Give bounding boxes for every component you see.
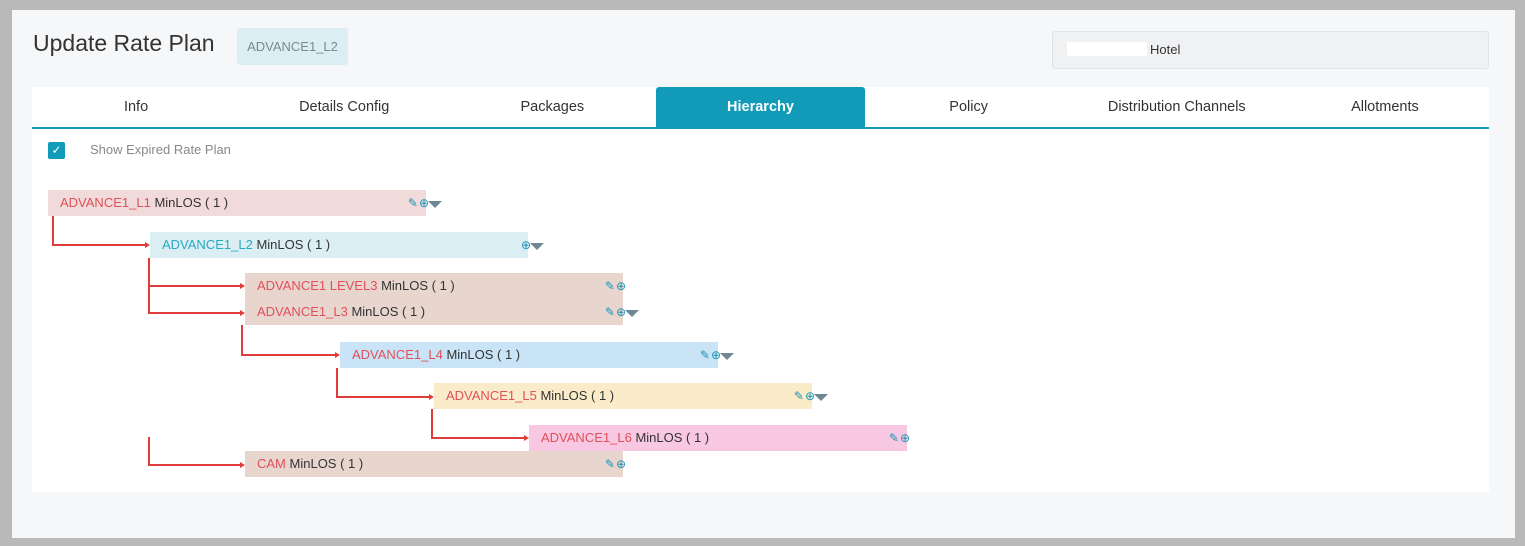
expand-caret-icon[interactable]: [625, 310, 639, 317]
rate-plan-minlos: MinLOS ( 1 ): [289, 456, 364, 471]
rate-plan-name[interactable]: ADVANCE1_L6: [541, 430, 632, 445]
rate-plan-minlos: MinLOS ( 1 ): [351, 304, 426, 319]
show-expired-label: Show Expired Rate Plan: [90, 142, 231, 157]
rate-plan-node: ADVANCE1_L4 MinLOS ( 1 ) ✎⊕: [340, 342, 721, 368]
connector-line: [52, 244, 148, 246]
tab-hierarchy[interactable]: Hierarchy: [656, 87, 865, 127]
edit-pencil-icon[interactable]: ✎: [604, 279, 615, 293]
rate-plan-node: ADVANCE1_L6 MinLOS ( 1 ) ✎⊕: [529, 425, 910, 451]
add-circle-icon[interactable]: ⊕: [418, 196, 429, 210]
expand-caret-icon[interactable]: [530, 243, 544, 250]
add-circle-icon[interactable]: ⊕: [899, 431, 910, 445]
connector-line: [148, 437, 150, 465]
rate-plan-name[interactable]: ADVANCE1_L4: [352, 347, 443, 362]
edit-pencil-icon[interactable]: ✎: [604, 305, 615, 319]
rate-plan-node: ADVANCE1_L5 MinLOS ( 1 ) ✎⊕: [434, 383, 815, 409]
arrow-head-icon: [240, 283, 245, 289]
tab-distribution-channels[interactable]: Distribution Channels: [1107, 99, 1246, 115]
hierarchy-card: Info Details Config Packages Hierarchy P…: [32, 87, 1489, 492]
connector-line: [241, 354, 338, 356]
rate-plan-minlos: MinLOS ( 1 ): [256, 237, 331, 252]
tab-details-config[interactable]: Details Config: [299, 99, 390, 115]
hotel-selector[interactable]: Hotel: [1052, 31, 1489, 69]
page-title: Update Rate Plan: [33, 30, 215, 56]
rate-plan-minlos: MinLOS ( 1 ): [154, 195, 229, 210]
rate-plan-name[interactable]: ADVANCE1_L3: [257, 304, 348, 319]
arrow-head-icon: [145, 242, 150, 248]
tab-policy[interactable]: Policy: [949, 99, 988, 115]
redacted-hotel-name: [1067, 42, 1147, 56]
rate-plan-minlos: MinLOS ( 1 ): [635, 430, 710, 445]
connector-line: [148, 285, 243, 287]
add-circle-icon[interactable]: ⊕: [710, 348, 721, 362]
connector-line: [148, 312, 243, 314]
rate-plan-node: ADVANCE1_L2 MinLOS ( 1 ) ⊕: [150, 232, 531, 258]
rate-plan-node: ADVANCE1 LEVEL3 MinLOS ( 1 ) ✎⊕: [245, 273, 626, 299]
add-circle-icon[interactable]: ⊕: [615, 279, 626, 293]
rate-plan-node: CAM MinLOS ( 1 ) ✎⊕: [245, 451, 626, 477]
expand-caret-icon[interactable]: [720, 353, 734, 360]
edit-pencil-icon[interactable]: ✎: [407, 196, 418, 210]
rate-plan-minlos: MinLOS ( 1 ): [540, 388, 615, 403]
rate-plan-name[interactable]: ADVANCE1 LEVEL3: [257, 278, 378, 293]
tab-info[interactable]: Info: [123, 99, 149, 115]
show-expired-checkbox[interactable]: ✓: [48, 142, 65, 159]
arrow-head-icon: [240, 310, 245, 316]
rate-plan-node: ADVANCE1_L1 MinLOS ( 1 ) ✎⊕: [48, 190, 429, 216]
expand-caret-icon[interactable]: [814, 394, 828, 401]
edit-pencil-icon[interactable]: ✎: [793, 389, 804, 403]
rate-plan-minlos: MinLOS ( 1 ): [446, 347, 521, 362]
expand-caret-icon[interactable]: [428, 201, 442, 208]
add-circle-icon[interactable]: ⊕: [804, 389, 815, 403]
add-circle-icon[interactable]: ⊕: [615, 457, 626, 471]
rate-plan-node: ADVANCE1_L3 MinLOS ( 1 ) ✎⊕: [245, 299, 626, 325]
hotel-label: Hotel: [1150, 42, 1181, 57]
connector-line: [336, 396, 432, 398]
connector-line: [336, 368, 338, 397]
connector-line: [52, 216, 54, 245]
rate-plan-badge: ADVANCE1_L2: [237, 28, 348, 65]
rate-plan-name[interactable]: ADVANCE1_L2: [162, 237, 253, 252]
rate-plan-name[interactable]: CAM: [257, 456, 286, 471]
arrow-head-icon: [240, 462, 245, 468]
tab-packages[interactable]: Packages: [520, 99, 585, 115]
arrow-head-icon: [524, 435, 529, 441]
rate-plan-name[interactable]: ADVANCE1_L5: [446, 388, 537, 403]
arrow-head-icon: [429, 394, 434, 400]
arrow-head-icon: [335, 352, 340, 358]
rate-plan-minlos: MinLOS ( 1 ): [381, 278, 455, 293]
tab-bar: Info Details Config Packages Hierarchy P…: [32, 87, 1489, 129]
connector-line: [431, 437, 527, 439]
connector-line: [431, 409, 433, 438]
edit-pencil-icon[interactable]: ✎: [888, 431, 899, 445]
connector-line: [148, 464, 243, 466]
add-circle-icon[interactable]: ⊕: [520, 238, 531, 252]
connector-line: [241, 325, 243, 355]
edit-pencil-icon[interactable]: ✎: [604, 457, 615, 471]
rate-plan-name[interactable]: ADVANCE1_L1: [60, 195, 151, 210]
tab-allotments[interactable]: Allotments: [1351, 99, 1419, 115]
add-circle-icon[interactable]: ⊕: [615, 305, 626, 319]
edit-pencil-icon[interactable]: ✎: [699, 348, 710, 362]
